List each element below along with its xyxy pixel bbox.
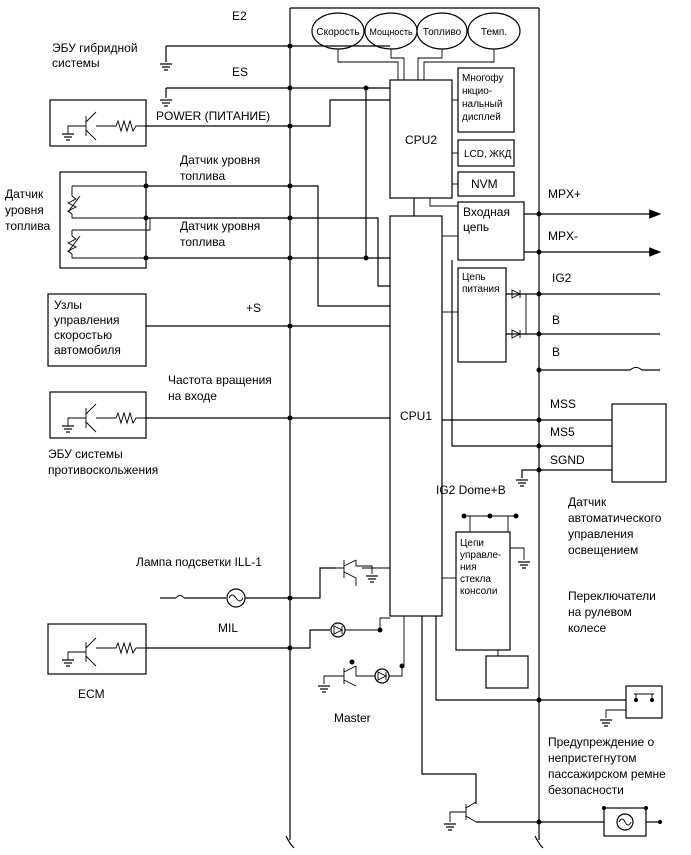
seatbelt-line-2: непристегнутом xyxy=(548,751,637,765)
seatbelt-line-1: Предупреждение о xyxy=(548,735,654,749)
steering-line-1: Переключатели xyxy=(568,589,656,603)
ms5-label: MS5 xyxy=(550,425,575,439)
speed-nodes-line-2: управления xyxy=(54,313,119,327)
seatbelt-line-4: безопасности xyxy=(548,783,624,797)
fuel-sensor-2-line-1: Датчик уровня xyxy=(180,219,260,233)
antiskid-ecu-box xyxy=(49,391,147,439)
light-sensor-line-2: автоматического xyxy=(568,511,662,525)
cpu2-label: CPU2 xyxy=(405,133,437,147)
gauge-power: Мощность xyxy=(364,12,418,50)
power-circuit-block xyxy=(457,267,507,363)
console-glass-display xyxy=(485,655,529,689)
seatbelt-line-3: пассажирском ремне xyxy=(548,767,666,781)
console-glass-line-3: ния xyxy=(460,562,477,573)
fuel-box-line-3: топлива xyxy=(5,219,50,233)
input-circuit-line-2: цепь xyxy=(463,220,489,234)
lcd-block xyxy=(457,139,515,167)
input-freq-line-2: на входе xyxy=(168,389,217,403)
speed-nodes-box: Узлы управления скоростью автомобиля xyxy=(47,293,147,367)
gauge-temp-label: Темп. xyxy=(481,27,507,38)
mss-label: MSS xyxy=(550,397,576,411)
lcd-label: LCD, ЖКД xyxy=(464,149,512,160)
steering-line-2: на рулевом xyxy=(568,605,632,619)
console-glass-block xyxy=(455,531,511,651)
light-sensor-line-3: управления xyxy=(568,527,633,541)
es-label: ES xyxy=(232,65,248,79)
fuel-sensor-2-line-2: топлива xyxy=(180,235,225,249)
gauge-temp: Темп. xyxy=(467,12,521,50)
speed-nodes-line-3: скоростью xyxy=(54,328,112,342)
mpx-plus-label: MPX+ xyxy=(548,187,581,201)
cpu1-block xyxy=(389,215,443,617)
power-label: POWER (ПИТАНИЕ) xyxy=(156,109,270,123)
cpu2-block xyxy=(389,79,453,199)
gauge-speed: Скорость xyxy=(311,12,365,50)
power-circuit-line-2: питания xyxy=(462,284,500,295)
nvm-block xyxy=(457,171,515,197)
fuel-sensor-1-line-1: Датчик уровня xyxy=(180,153,260,167)
fuel-box-line-1: Датчик xyxy=(5,187,44,201)
multi-display-line-1: Многофу xyxy=(462,72,504,84)
mil-label: MIL xyxy=(218,621,238,635)
console-glass-line-1: Цепи xyxy=(460,538,484,549)
ig2-label: IG2 xyxy=(552,271,572,285)
gauge-fuel: Топливо xyxy=(416,12,468,50)
ill-lamp-label: Лампа подсветки ILL-1 xyxy=(136,555,262,569)
antiskid-line-2: противоскольжения xyxy=(48,463,158,477)
antiskid-line-1: ЭБУ системы xyxy=(48,447,123,461)
input-freq-line-1: Частота вращения xyxy=(168,373,272,387)
ecm-box xyxy=(47,623,147,675)
fuel-sensor-box xyxy=(59,171,151,269)
input-circuit-line-1: Входная xyxy=(463,205,510,219)
multi-display-line-2: нкцио- xyxy=(462,86,492,97)
b1-label: B xyxy=(552,313,560,327)
gauge-speed-label: Скорость xyxy=(316,27,359,38)
console-glass-line-5: консоли xyxy=(460,586,497,597)
b2-label: B xyxy=(552,345,560,359)
plus-s-label: +S xyxy=(246,301,261,315)
seatbelt-switch-box xyxy=(625,685,663,719)
mpx-minus-label: MPX- xyxy=(548,229,578,243)
power-circuit-line-1: Цепь xyxy=(462,272,486,283)
e2-label: E2 xyxy=(232,9,247,23)
ecm-label: ECM xyxy=(78,687,105,701)
console-glass-line-4: стекла xyxy=(460,574,491,585)
gauge-power-label: Мощность xyxy=(369,27,413,37)
speed-nodes-line-4: автомобиля xyxy=(54,343,121,357)
sgnd-label: SGND xyxy=(550,453,585,467)
ecu-hybrid-line-2: системы xyxy=(52,56,100,70)
multi-display-line-4: дисплей xyxy=(462,112,501,123)
cpu1-label: CPU1 xyxy=(400,409,432,423)
light-sensor-line-1: Датчик xyxy=(568,495,607,509)
multi-display-line-3: нальный xyxy=(462,99,502,110)
fuel-sensor-1-line-2: топлива xyxy=(180,169,225,183)
fuel-box-line-2: уровня xyxy=(5,203,44,217)
speed-nodes-line-1: Узлы xyxy=(54,298,82,312)
light-sensor-box xyxy=(611,403,667,483)
console-glass-line-2: управле- xyxy=(460,550,501,561)
light-sensor-line-4: освещением xyxy=(568,543,638,557)
master-label: Master xyxy=(334,711,371,725)
ecu-hybrid-line-1: ЭБУ гибридной xyxy=(52,41,138,55)
gauge-fuel-label: Топливо xyxy=(423,27,462,38)
ig2-dome-label: IG2 Dome+B xyxy=(436,483,506,497)
input-circuit-block xyxy=(457,201,525,261)
power-source-box xyxy=(49,99,147,147)
steering-line-3: колесе xyxy=(568,621,606,635)
nvm-label: NVM xyxy=(471,177,498,191)
